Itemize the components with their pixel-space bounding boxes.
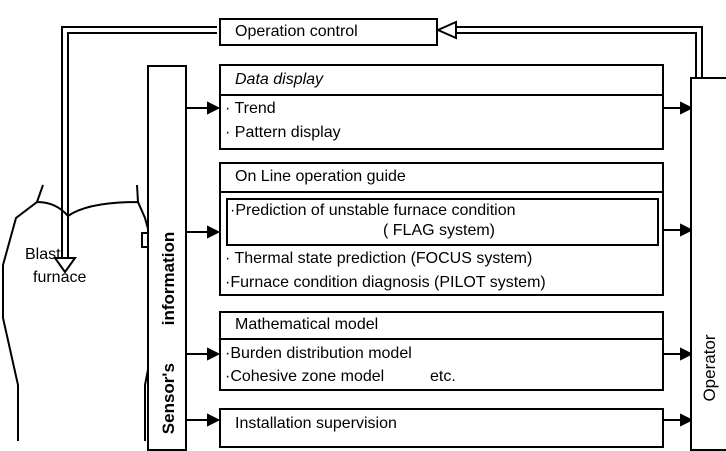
sensor-to-group-arrows [186,101,221,427]
online-guide-group: On Line operation guide ·Prediction of u… [219,162,664,296]
etc-label: etc. [430,368,456,385]
trend-item: · Trend [225,100,276,117]
installation-supervision-title: Installation supervision [235,415,397,432]
divider [221,338,662,340]
data-display-title: Data display [235,71,324,88]
operation-control-box: Operation control [219,18,438,46]
operator-label: Operator [700,334,719,402]
math-model-group: Mathematical model ·Burden distribution … [219,311,664,391]
sensor-word-2: information [159,231,178,326]
pilot-system-item: ·Furnace condition diagnosis (PILOT syst… [225,274,546,291]
operator-box: Operator [690,77,726,451]
blast-furnace-shape [1,184,159,441]
data-display-group: Data display · Trend · Pattern display [219,64,664,150]
control-to-furnace-arrow [53,26,217,274]
flag-system-box: ·Prediction of unstable furnace conditio… [226,198,659,246]
blast-furnace-label-2: furnace [33,269,87,286]
burden-distribution-item: ·Burden distribution model [225,345,412,362]
divider [221,191,662,193]
divider [221,94,662,96]
online-guide-title: On Line operation guide [235,168,406,185]
operation-control-label: Operation control [235,23,358,40]
pattern-display-item: · Pattern display [225,124,341,141]
blast-furnace-label-1: Blast [25,246,61,263]
flag-line-1: ·Prediction of unstable furnace conditio… [230,202,516,219]
focus-system-item: · Thermal state prediction (FOCUS system… [225,250,533,267]
sensor-information-box: Sensor's information [147,65,187,451]
math-model-title: Mathematical model [235,316,379,333]
cohesive-zone-item: ·Cohesive zone model [225,368,385,385]
feedback-arrow [435,20,703,77]
group-to-operator-arrows [663,101,694,427]
sensor-word-1: Sensor's [159,363,178,435]
installation-supervision-group: Installation supervision [219,408,664,448]
flag-line-2: ( FLAG system) [383,222,496,239]
sensor-information-label: Sensor's information [159,232,179,434]
